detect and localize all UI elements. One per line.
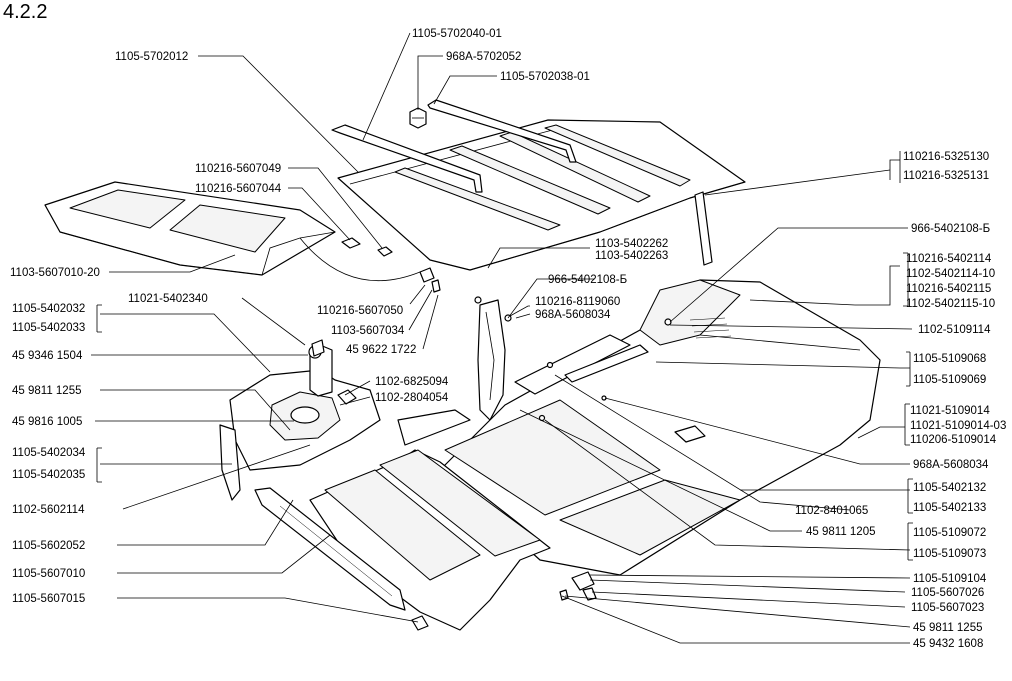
part-label: 1105-5109072 xyxy=(913,527,986,539)
part-label: 968А-5702052 xyxy=(446,51,521,63)
part-label: 968А-5608034 xyxy=(913,459,989,471)
rear-carpet xyxy=(439,279,881,576)
part-label: 110206-5109014 xyxy=(910,434,997,446)
wheel-arch xyxy=(229,344,381,471)
part-label: 1105-5702040-01 xyxy=(412,28,502,40)
part-label: 1105-5109104 xyxy=(913,573,987,585)
seat-cushion-strip xyxy=(254,487,406,611)
part-label: 1105-5109069 xyxy=(913,374,986,386)
part-label: 1103-5607034 xyxy=(331,325,405,337)
sill-trims xyxy=(397,334,649,446)
part-label: 1102-2804054 xyxy=(375,392,449,404)
part-label: 45 9811 1205 xyxy=(806,526,876,538)
part-label: 1105-5402132 xyxy=(913,482,986,494)
part-label: 45 9432 1608 xyxy=(913,638,983,650)
part-label: 1102-5109114 xyxy=(918,324,991,336)
shelf-clips xyxy=(299,237,421,282)
cap-and-screw xyxy=(419,267,441,293)
part-label: 110216-5607050 xyxy=(317,305,403,317)
part-label: 45 9811 1255 xyxy=(913,622,983,634)
part-label: 966-5402108-Б xyxy=(911,223,990,235)
part-label: 1105-5607010 xyxy=(12,568,85,580)
part-label: 110216-5402115 xyxy=(906,283,991,295)
part-label: 110216-8119060 xyxy=(535,296,620,308)
part-label: 110216-5325131 xyxy=(903,170,989,182)
labels: 4.2.2 1105-5702040-01 968А-5702052 1105-… xyxy=(3,1,1006,650)
part-label: 110216-5402114 xyxy=(906,253,992,265)
figure-number: 4.2.2 xyxy=(3,1,47,23)
part-label: 1105-5402035 xyxy=(12,469,85,481)
part-label: 1105-5607023 xyxy=(911,602,984,614)
part-label: 45 9622 1722 xyxy=(346,344,416,356)
part-label: 1105-5402034 xyxy=(12,447,86,459)
part-label: 45 9811 1255 xyxy=(12,385,82,397)
part-label: 11021-5109014 xyxy=(910,405,990,417)
part-label: 1102-8401065 xyxy=(795,505,868,517)
part-label: 45 9346 1504 xyxy=(12,350,83,362)
part-label: 1105-5402033 xyxy=(12,322,85,334)
part-label: 1105-5607026 xyxy=(911,587,984,599)
part-label: 1102-5602114 xyxy=(12,504,85,516)
part-label: 1103-5402262 xyxy=(595,238,668,250)
leader-lines xyxy=(91,32,913,644)
part-label: 11021-5402340 xyxy=(128,293,208,305)
part-label: 11021-5109014-03 xyxy=(910,420,1006,432)
rear-parcel-shelf xyxy=(44,181,336,276)
part-label: 110216-5607049 xyxy=(195,163,281,175)
small-hardware xyxy=(311,296,672,631)
part-label: 1103-5402263 xyxy=(595,250,668,262)
part-label: 110216-5607044 xyxy=(195,183,282,195)
parts-drawing xyxy=(44,99,881,631)
part-label: 1105-5109068 xyxy=(913,353,986,365)
part-label: 1105-5702038-01 xyxy=(500,71,590,83)
part-label: 1105-5109073 xyxy=(913,548,986,560)
part-label: 1105-5702012 xyxy=(115,51,188,63)
part-label: 110216-5325130 xyxy=(903,151,989,163)
side-panel xyxy=(219,424,241,501)
part-label: 1105-5402133 xyxy=(913,502,986,514)
clip-part xyxy=(409,107,427,129)
roof-panel xyxy=(337,119,746,271)
part-label: 1103-5607010-20 xyxy=(10,267,100,279)
roof-rails xyxy=(331,99,577,193)
part-label: 1105-5402032 xyxy=(12,303,85,315)
part-label: 1102-5402115-10 xyxy=(906,298,995,310)
part-label: 1102-6825094 xyxy=(375,376,449,388)
part-label: 1102-5402114-10 xyxy=(906,268,995,280)
part-label: 1105-5607015 xyxy=(12,593,85,605)
part-label: 45 9816 1005 xyxy=(12,416,82,428)
part-label: 1105-5602052 xyxy=(12,540,85,552)
pillar-trim xyxy=(477,191,713,421)
part-label: 968А-5608034 xyxy=(535,309,611,321)
rear-seat-back xyxy=(309,449,551,631)
part-label: 966-5402108-Б xyxy=(548,274,627,286)
